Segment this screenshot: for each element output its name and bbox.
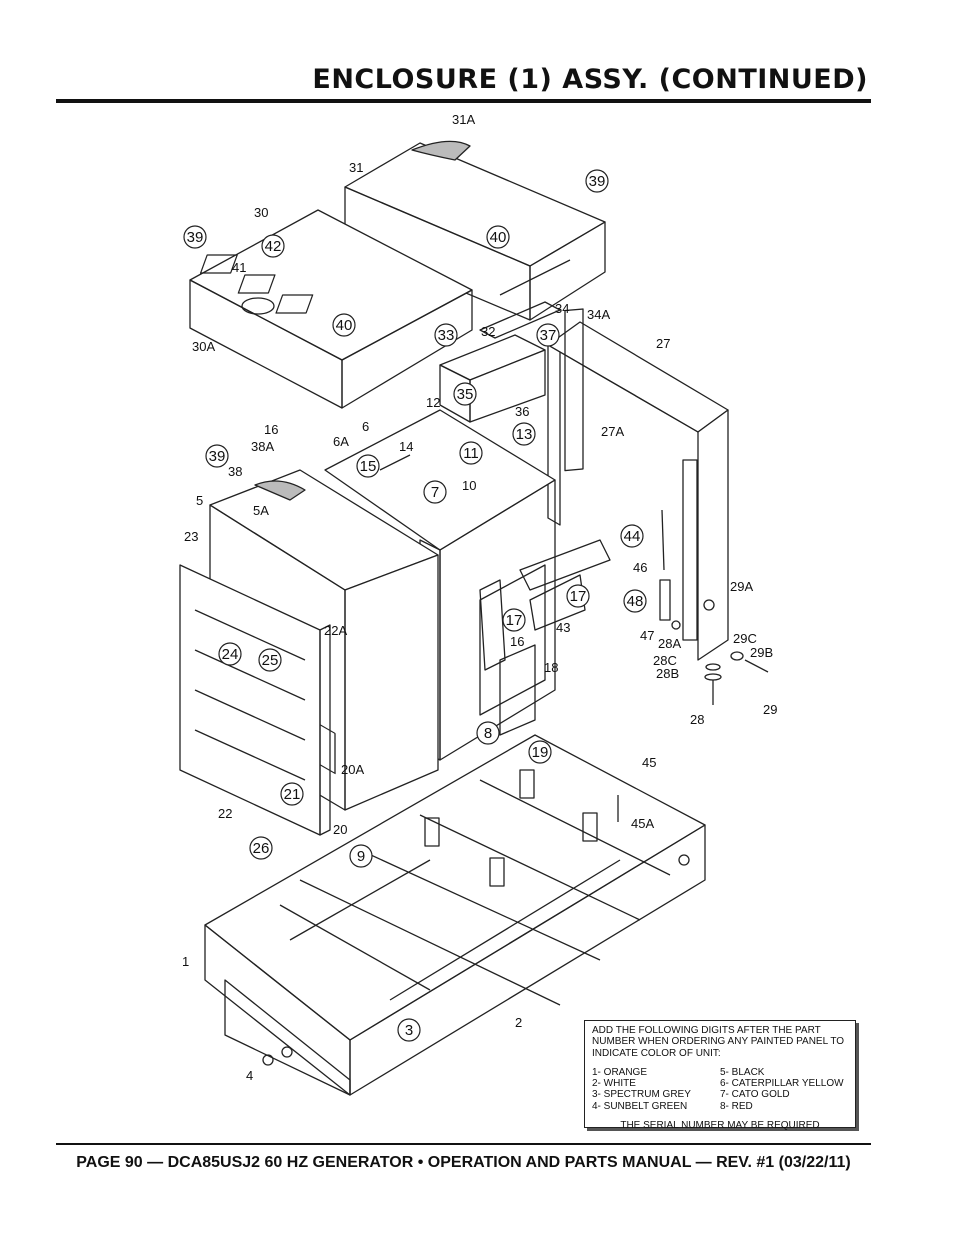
color-list-left: 1- ORANGE 2- WHITE 3- SPECTRUM GREY 4- S… [592,1067,720,1112]
label-10: 10 [462,478,476,493]
paint-color-note-box: ADD THE FOLLOWING DIGITS AFTER THE PART … [584,1020,856,1132]
label-30A: 30A [192,339,215,354]
color-item: 2- WHITE [592,1078,636,1090]
label-36: 36 [515,404,529,419]
color-item: 7- CATO GOLD [720,1089,790,1101]
circled-label-15: 15 [360,458,377,475]
note-intro: ADD THE FOLLOWING DIGITS AFTER THE PART … [592,1025,845,1059]
circled-label-text: 39 42 40 39 40 33 37 35 13 11 15 7 39 44… [187,173,644,1039]
label-20A: 20A [341,762,364,777]
base-frame [204,734,706,1096]
label-6A: 6A [333,434,349,449]
circled-label-13: 13 [516,426,533,443]
color-item: 1- ORANGE [592,1066,648,1078]
label-46: 46 [633,560,647,575]
color-item: 8- RED [720,1100,753,1112]
circled-label-33: 33 [438,327,455,344]
side-panel-38 [209,469,439,811]
label-30: 30 [254,205,268,220]
label-28A: 28A [658,636,681,651]
door-panel-22 [179,564,331,836]
header-rule [56,99,871,103]
label-47: 47 [640,628,654,643]
circled-label-39-left: 39 [187,229,204,246]
label-38: 38 [228,464,242,479]
label-29C: 29C [733,631,757,646]
label-27A: 27A [601,424,624,439]
circled-label-44: 44 [624,528,641,545]
color-list-right: 5- BLACK 6- CATERPILLAR YELLOW 7- CATO G… [720,1067,848,1112]
serial-number-note: THE SERIAL NUMBER MAY BE REQUIRED [620,1120,820,1132]
circled-label-39-mid: 39 [209,448,226,465]
air-duct-assembly [439,301,561,423]
label-38A: 38A [251,439,274,454]
rear-frame-27 [547,308,729,661]
color-item: 5- BLACK [720,1066,765,1078]
label-29B: 29B [750,645,773,660]
circled-label-40-left: 40 [336,317,353,334]
page-footer: PAGE 90 — DCA85USJ2 60 HZ GENERATOR • OP… [76,1154,851,1171]
label-16-lower: 16 [510,634,524,649]
circled-label-42: 42 [265,238,282,255]
circled-label-7: 7 [431,484,439,501]
page-title: ENCLOSURE (1) ASSY. (CONTINUED) [312,64,868,95]
label-32: 32 [481,324,495,339]
color-item: 4- SUNBELT GREEN [592,1100,688,1112]
label-31: 31 [349,160,363,175]
hardware-stack-28-29 [659,509,769,705]
label-34: 34 [555,301,569,316]
label-1: 1 [182,954,189,969]
circled-label-40-right: 40 [490,229,507,246]
roof-panel-30 [189,209,473,409]
circled-label-9: 9 [357,848,365,865]
circled-label-37: 37 [540,327,557,344]
circled-label-19: 19 [532,744,549,761]
circled-label-17-left: 17 [506,612,523,629]
label-28B: 28B [656,666,679,681]
label-16-upper: 16 [264,422,278,437]
label-29: 29 [763,702,777,717]
bracket-group-17-18-43-44 [479,539,611,736]
label-12: 12 [426,395,440,410]
circled-label-25: 25 [262,652,279,669]
circled-label-39-right: 39 [589,173,606,190]
circled-label-48: 48 [627,593,644,610]
label-2: 2 [515,1015,522,1030]
part-number-labels: 31A 31 30 41 30A 34 34A 32 27 36 27A 12 … [182,112,777,1083]
label-28C: 28C [653,653,677,668]
label-4: 4 [246,1068,253,1083]
color-item: 6- CATERPILLAR YELLOW [720,1078,844,1090]
label-14: 14 [399,439,413,454]
circled-part-labels [183,169,647,1042]
label-5A: 5A [253,503,269,518]
label-23: 23 [184,529,198,544]
label-20: 20 [333,822,347,837]
label-6: 6 [362,419,369,434]
label-41: 41 [232,260,246,275]
footer-rule [56,1143,871,1145]
label-34A: 34A [587,307,610,322]
label-43: 43 [556,620,570,635]
circled-label-24: 24 [222,646,239,663]
color-item: 3- SPECTRUM GREY [592,1089,691,1101]
label-45A: 45A [631,816,654,831]
label-27: 27 [656,336,670,351]
label-5: 5 [196,493,203,508]
label-29A: 29A [730,579,753,594]
circled-label-3: 3 [405,1022,413,1039]
circled-label-35: 35 [457,386,474,403]
label-22A: 22A [324,623,347,638]
circled-label-8: 8 [484,725,492,742]
label-45: 45 [642,755,656,770]
circled-label-26: 26 [253,840,270,857]
circled-label-17-right: 17 [570,588,587,605]
label-22: 22 [218,806,232,821]
circled-label-11: 11 [463,445,479,462]
label-31A: 31A [452,112,475,127]
label-28: 28 [690,712,704,727]
label-18: 18 [544,660,558,675]
circled-label-21: 21 [284,786,301,803]
